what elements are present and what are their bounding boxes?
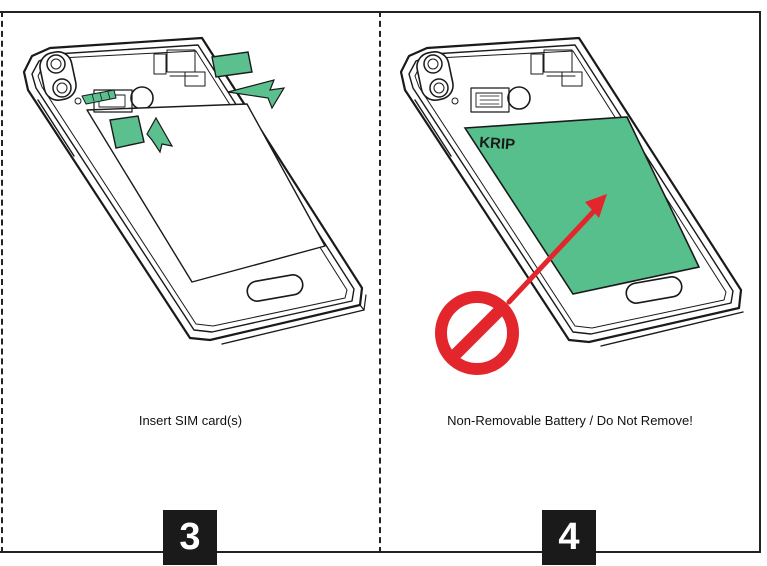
panel-step-4: KRIP Non-Removable Battery / Do Not Remo… [381, 12, 759, 565]
cut-line-left [1, 11, 3, 553]
cut-line-middle [379, 11, 381, 553]
phone-back-illustration [22, 36, 367, 345]
panel-step-3: Insert SIM card(s) 3 [2, 12, 379, 565]
removal-arrow-icon [506, 194, 607, 305]
prohibited-icon [435, 291, 519, 375]
frame-right-border [759, 11, 761, 553]
caption-step-3: Insert SIM card(s) [138, 413, 243, 428]
caption-step-4: Non-Removable Battery / Do Not Remove! [447, 413, 693, 428]
step-number-4: 4 [542, 510, 596, 565]
sim-card-icon [109, 51, 253, 149]
step-number-3: 3 [163, 510, 217, 565]
battery-brand-label: KRIP [479, 134, 516, 153]
battery-icon [463, 116, 701, 295]
phone-back-illustration: KRIP [399, 36, 744, 375]
insert-arrow-icon [146, 79, 286, 154]
